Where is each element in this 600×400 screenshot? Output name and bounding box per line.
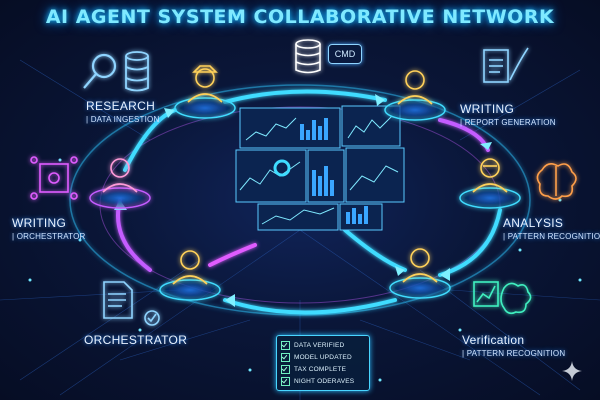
verification-role: | PATTERN RECOGNITION <box>462 349 566 358</box>
checklist-item-label: DATA VERIFIED <box>294 341 345 349</box>
central-dashboard-cluster <box>235 105 405 231</box>
background-nodes <box>28 158 582 382</box>
chart-brain-icon <box>473 281 532 315</box>
writing-left-role: | ORCHESTRATOR <box>12 232 86 241</box>
writing-top-agent-icon <box>397 70 433 105</box>
orchestrator-node-label: ORCHESTRATOR <box>84 334 187 347</box>
network-node-icon <box>30 156 78 200</box>
orchestrator-name: ORCHESTRATOR <box>84 333 188 347</box>
analysis-name: ANALYSIS <box>503 216 564 230</box>
writing-left-agent-icon <box>102 158 138 193</box>
writing-top-name: WRITING <box>460 102 515 116</box>
agent-figures <box>102 65 508 285</box>
agent-pedestals <box>89 97 521 301</box>
checklist-item-label: TAX COMPLETE <box>294 365 347 373</box>
analysis-node-label: ANALYSIS | PATTERN RECOGNITION <box>503 217 600 243</box>
checklist-item: DATA VERIFIED <box>281 339 365 351</box>
cmd-badge: CMD <box>328 44 362 64</box>
document-quill-icon <box>483 47 529 83</box>
page-title: AI AGENT SYSTEM COLLABORATIVE NETWORK <box>45 6 555 28</box>
orchestrator-agent-icon <box>172 250 208 285</box>
research-role: | DATA INGESTION <box>86 115 160 124</box>
checklist-item: TAX COMPLETE <box>281 363 365 375</box>
status-checklist: DATA VERIFIED MODEL UPDATED TAX COMPLETE… <box>276 335 370 391</box>
checkbox-checked-icon <box>281 340 290 350</box>
orbit-ring <box>69 84 531 316</box>
verification-name: Verification <box>462 333 525 347</box>
research-node-label: RESEARCH | DATA INGESTION <box>86 100 159 126</box>
checkbox-checked-icon <box>281 352 290 362</box>
writing-left-name: WRITING <box>12 216 67 230</box>
checklist-item: NIGHT ODERAVES <box>281 375 365 387</box>
analysis-role: | PATTERN RECOGNITION <box>503 232 600 241</box>
database-icon <box>125 51 149 92</box>
checklist-item: MODEL UPDATED <box>281 351 365 363</box>
research-name: RESEARCH <box>86 99 156 113</box>
background-network-lines <box>0 59 600 400</box>
checkbox-checked-icon <box>281 376 290 386</box>
writing-left-node-label: WRITING | ORCHESTRATOR <box>12 217 85 243</box>
checklist-item-label: MODEL UPDATED <box>294 353 352 361</box>
writing-top-role: | REPORT GENERATION <box>460 118 556 127</box>
server-stack-icon <box>295 39 321 74</box>
writing-top-node-label: WRITING | REPORT GENERATION <box>460 103 556 129</box>
magnifier-icon <box>83 53 117 89</box>
document-check-icon <box>103 281 160 326</box>
analysis-agent-icon <box>472 158 508 193</box>
research-agent-icon <box>187 65 223 103</box>
brain-chip-icon <box>536 162 577 200</box>
verification-agent-icon <box>402 248 438 283</box>
verification-node-label: Verification | PATTERN RECOGNITION <box>462 334 565 360</box>
sparkle-icon <box>562 361 582 381</box>
checkbox-checked-icon <box>281 364 290 374</box>
checklist-item-label: NIGHT ODERAVES <box>294 377 355 385</box>
